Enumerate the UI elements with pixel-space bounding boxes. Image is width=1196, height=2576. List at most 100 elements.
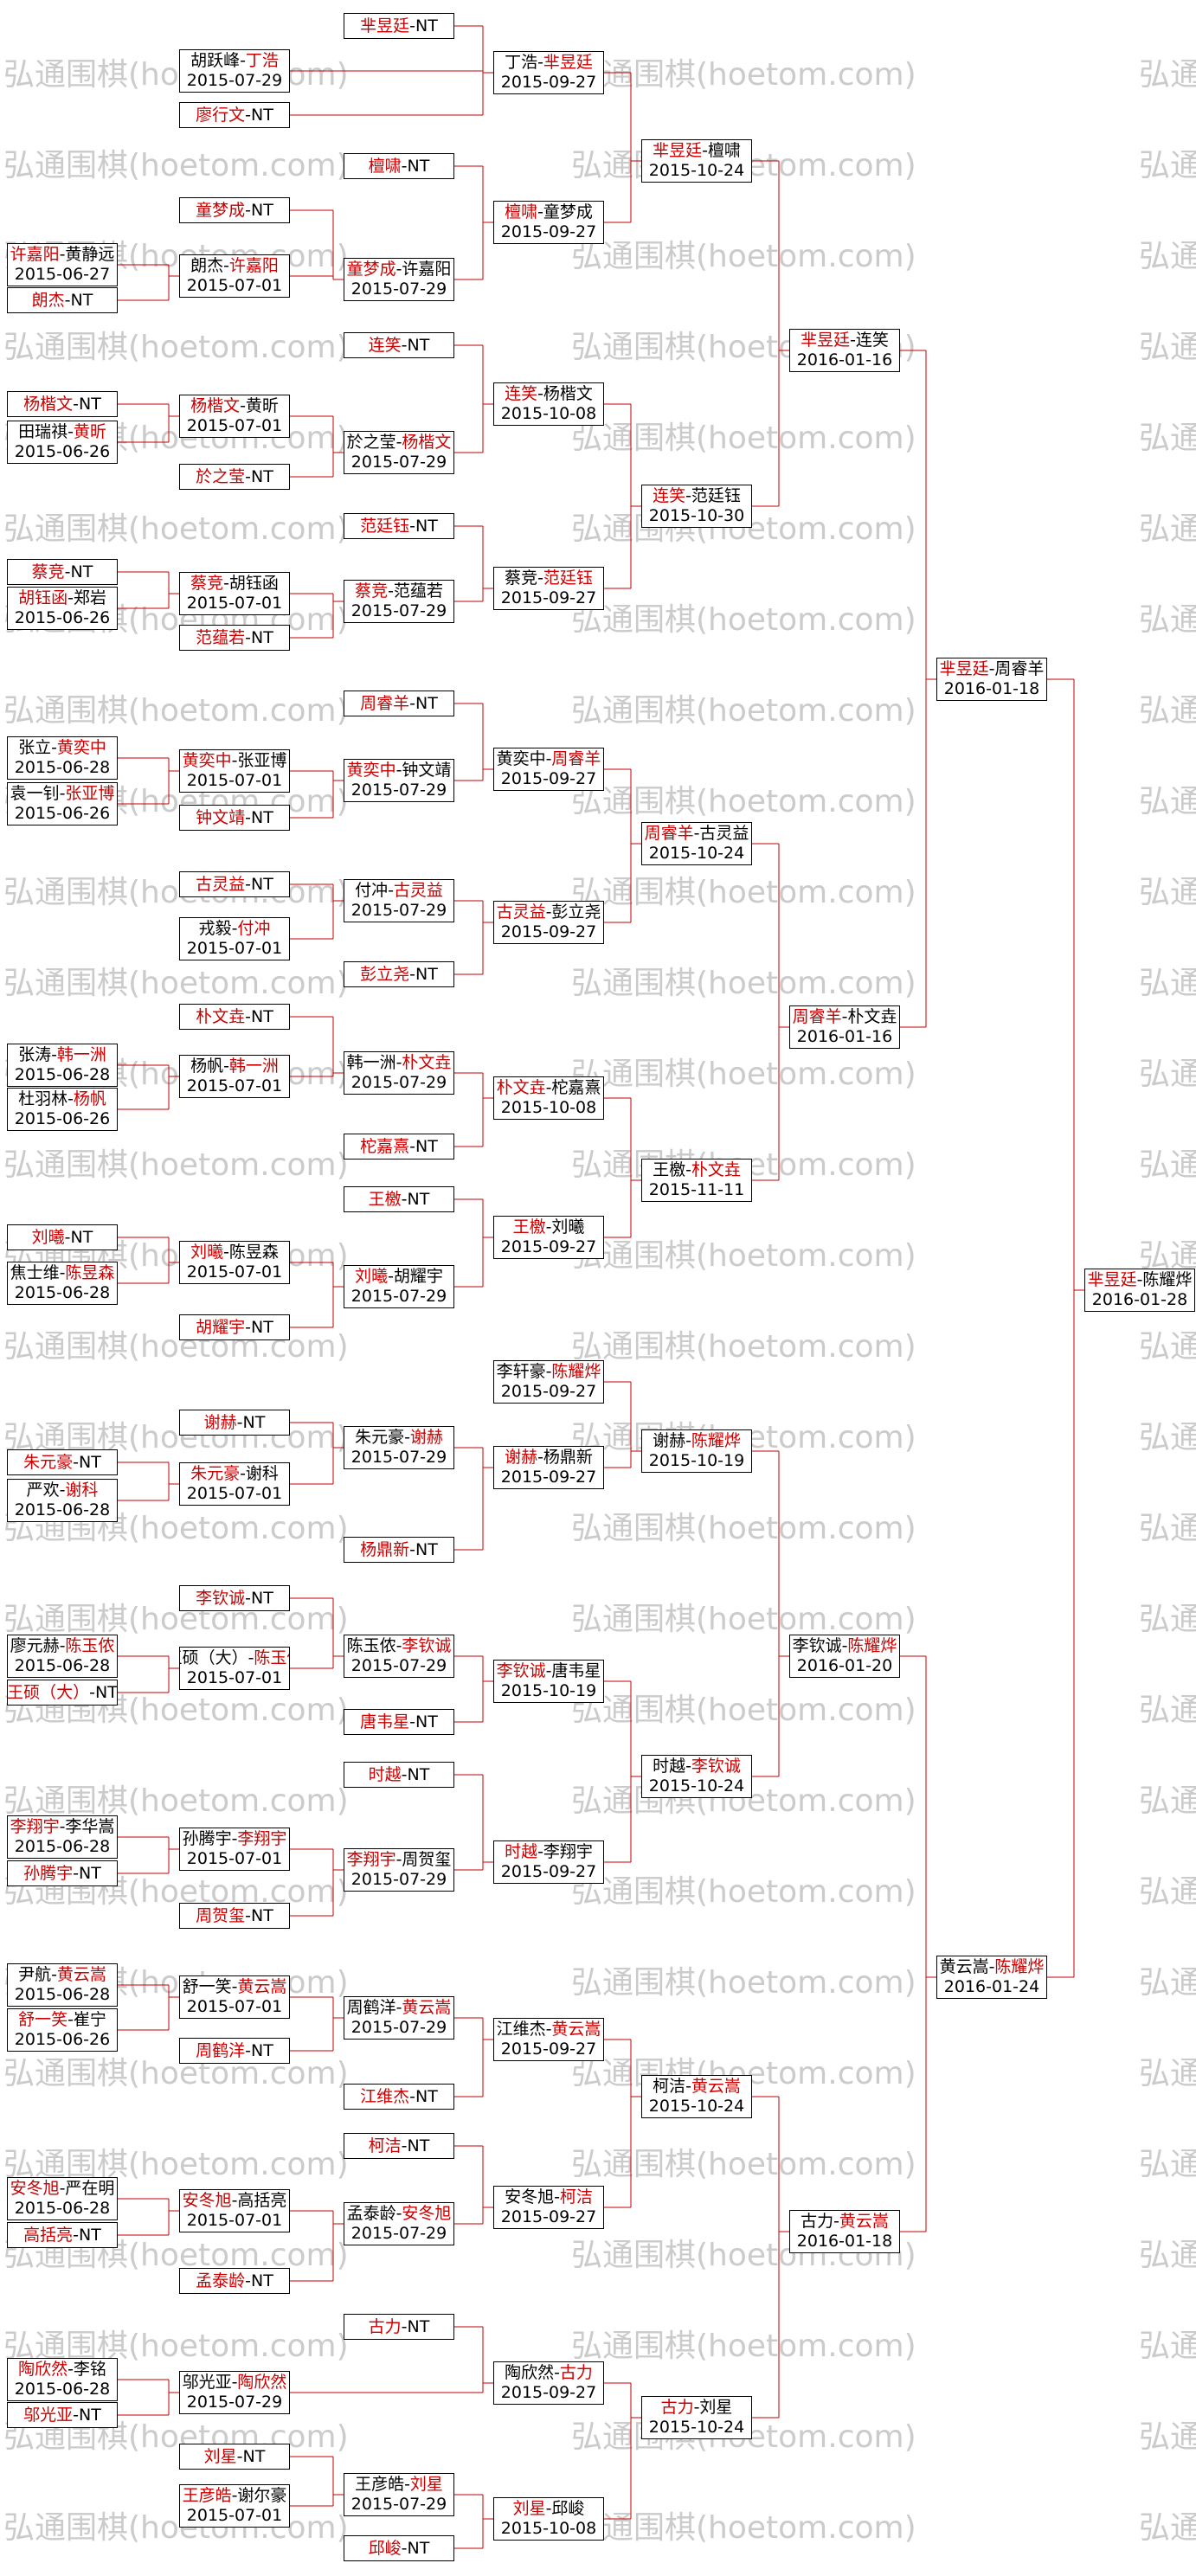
winner-name: 古灵益: [496, 903, 546, 922]
watermark-text: 弘通围棋(hoetom.com): [571, 875, 916, 910]
match-box-qiuNT: 邱峻-NT: [344, 2535, 454, 2561]
match-players: 芈昱廷-檀啸: [653, 141, 741, 161]
player-name: -童梦成: [537, 202, 593, 222]
winner-name: 杨鼎新: [360, 1539, 410, 1559]
match-date: 2015-10-19: [500, 1681, 597, 1700]
match-date: 2015-09-27: [500, 2383, 597, 2402]
match-box-zhongNT: 钟文靖-NT: [179, 805, 290, 831]
match-date: 2015-07-29: [350, 1448, 447, 1467]
player-name: -朴文垚: [841, 1007, 897, 1026]
winner-name: 刘曦: [355, 1267, 389, 1286]
match-date: 2015-10-24: [648, 2097, 745, 2116]
player-name: -胡耀宇: [388, 1267, 443, 1286]
match-date: 2015-06-28: [14, 1985, 111, 2004]
watermark-text: 弘通围棋(hoetom.com): [3, 2147, 349, 2182]
winner-name: 古灵益: [393, 881, 443, 900]
winner-name: 王檄: [512, 1217, 546, 1237]
match-box-fanYNT: 范蕴若-NT: [179, 625, 290, 651]
match-players: 李翔宇-周贺玺: [347, 1850, 452, 1870]
winner-name: 刘星: [512, 2499, 546, 2518]
winner-name: 王硕（大）: [7, 1682, 90, 1702]
match-date: 2015-07-29: [350, 901, 447, 920]
match-box-fanNT: 范廷钰-NT: [344, 513, 454, 539]
winner-name: 黄奕中: [346, 761, 396, 780]
match-players: 孙腾宇-李翔宇: [183, 1829, 287, 1849]
match-players: 古灵益-NT: [196, 875, 273, 895]
match-players: 杨帆-韩一洲: [190, 1057, 279, 1076]
match-date: 2015-07-01: [186, 1997, 283, 2016]
match-players: 古灵益-彭立尧: [497, 903, 601, 922]
match-players: 李钦诚-NT: [196, 1589, 273, 1609]
watermark-text: 弘通围棋(hoetom.com): [3, 511, 349, 547]
winner-name: 芈昱廷: [939, 659, 989, 678]
winner-name: 芈昱廷: [1087, 1270, 1137, 1289]
match-box-sunNT: 孙腾宇-NT: [7, 1860, 118, 1886]
player-name: 舒一笑-: [182, 1977, 238, 1996]
match-players: 王硕（大）-陈玉侬: [180, 1648, 289, 1668]
match-players: 邬光亚-陶欣然: [183, 2373, 287, 2393]
match-players: 柯洁-黄云嵩: [653, 2077, 741, 2097]
player-name: -钟文靖: [395, 761, 452, 780]
watermark-text: 弘通围棋(hoetom.com): [3, 875, 349, 910]
watermark-text: 弘通围棋(hoetom.com): [1139, 1420, 1196, 1455]
winner-name: 朴文垚: [691, 1160, 741, 1179]
match-box-yuNT: 於之莹-NT: [179, 464, 290, 490]
winner-name: 朴文垚: [196, 1006, 246, 1026]
player-name: -NT: [401, 156, 430, 176]
match-players: 芈昱廷-陈耀烨: [1088, 1270, 1193, 1290]
winner-name: 於之莹: [196, 466, 246, 486]
winner-name: 刘曦: [31, 1227, 65, 1247]
match-players: 安冬旭-严在明: [10, 2179, 115, 2199]
winner-name: 古力: [660, 2398, 694, 2417]
player-name: -范蕴若: [388, 581, 443, 601]
match-date: 2015-07-29: [350, 1287, 447, 1306]
match-players: 芈昱廷-连笑: [801, 331, 889, 350]
winner-name: 陈玉侬: [65, 1636, 115, 1655]
player-name: 胡跃峰-: [190, 51, 246, 70]
winner-name: 刘曦: [190, 1243, 224, 1262]
match-players: 李钦诚-唐韦星: [497, 1661, 601, 1681]
match-players: 柁嘉熹-NT: [360, 1137, 438, 1157]
match-players: 芈昱廷-NT: [360, 16, 438, 36]
match-players: 周鹤洋-黄云嵩: [347, 1998, 452, 2018]
match-date: 2015-06-27: [14, 265, 111, 284]
match-players: 付冲-古灵益: [355, 881, 443, 901]
match-players: 芈昱廷-周睿羊: [940, 659, 1045, 679]
match-players: 孟泰龄-安冬旭: [347, 2204, 452, 2224]
match-date: 2015-10-24: [648, 844, 745, 863]
match-date: 2015-09-27: [500, 1237, 597, 1256]
player-name: 杜羽林-: [18, 1089, 74, 1108]
match-date: 2015-06-28: [14, 758, 111, 777]
match-box-yangNT: 杨楷文-NT: [7, 391, 118, 417]
match-date: 2015-06-26: [14, 1109, 111, 1128]
match-date: 2015-07-29: [350, 2495, 447, 2514]
match-players: 蔡竞-胡钰函: [190, 574, 279, 594]
player-name: -NT: [401, 2316, 430, 2336]
winner-name: 安冬旭: [10, 2179, 60, 2198]
winner-name: 芈昱廷: [801, 331, 851, 350]
watermark-text: 弘通围棋(hoetom.com): [571, 1602, 916, 1637]
match-date: 2015-10-24: [648, 2418, 745, 2437]
player-name: 韩一洲-: [346, 1053, 402, 1072]
winner-name: 舒一笑: [18, 2010, 68, 2029]
match-date: 2015-07-29: [350, 453, 447, 472]
match-box-keNT: 柯洁-NT: [344, 2133, 454, 2159]
winner-name: 周睿羊: [792, 1007, 842, 1026]
match-players: 古力-NT: [369, 2317, 430, 2337]
winner-name: 李翔宇: [10, 1817, 60, 1836]
match-players: 蔡竞-范蕴若: [355, 581, 443, 601]
match-date: 2015-06-28: [14, 1065, 111, 1084]
